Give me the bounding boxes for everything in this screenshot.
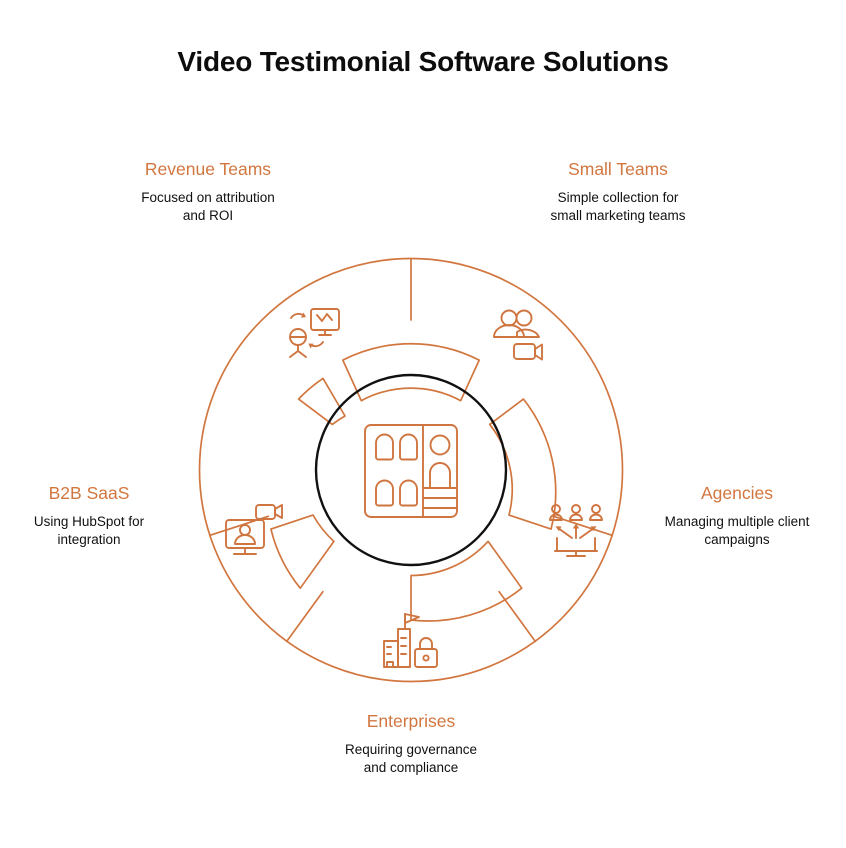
- node-desc-b2b-saas: Using HubSpot for integration: [0, 513, 184, 549]
- person-chart-monitor-cycle-icon: [289, 308, 340, 358]
- node-desc-line: Managing multiple client: [664, 514, 810, 529]
- spoke-upper-right: [552, 515, 613, 537]
- spoke-lower-right: [498, 590, 537, 643]
- node-label-enterprises: Enterprises Requiring governance and com…: [306, 710, 516, 777]
- monitor-arrows-three-people-icon: [549, 504, 603, 557]
- petal-top: [341, 342, 481, 402]
- node-title-agencies: Agencies: [701, 483, 773, 503]
- node-title-revenue-teams: Revenue Teams: [144, 159, 272, 179]
- petal-lower-right: [410, 540, 523, 622]
- node-desc-line: and ROI: [182, 208, 234, 223]
- node-title-b2b-saas: B2B SaaS: [48, 483, 130, 503]
- core-ring: [314, 373, 508, 567]
- node-desc-revenue-teams: Focused on attribution and ROI: [103, 189, 313, 225]
- page-title: Video Testimonial Software Solutions: [177, 46, 669, 77]
- node-title-enterprises: Enterprises: [366, 711, 456, 731]
- two-people-video-camera-icon: [493, 309, 543, 361]
- node-desc-line: Simple collection for: [557, 190, 679, 205]
- petal-upper-left: [297, 377, 346, 426]
- petal-lower-left: [270, 514, 335, 590]
- node-desc-enterprises: Requiring governance and compliance: [306, 741, 516, 777]
- spoke-lower-left: [285, 590, 324, 643]
- node-title-small-teams: Small Teams: [568, 159, 668, 179]
- petal-upper-right: [488, 398, 557, 530]
- node-label-agencies: Agencies Managing multiple client campai…: [634, 482, 840, 549]
- node-desc-line: campaigns: [704, 532, 770, 547]
- buildings-flag-padlock-icon: [383, 613, 438, 668]
- node-desc-line: Using HubSpot for: [33, 514, 145, 529]
- node-desc-line: small marketing teams: [550, 208, 686, 223]
- node-desc-line: integration: [57, 532, 121, 547]
- node-desc-line: Focused on attribution: [141, 190, 275, 205]
- node-desc-line: Requiring governance: [344, 742, 478, 757]
- storefront-building-icon: [364, 424, 458, 518]
- node-desc-line: and compliance: [363, 760, 459, 775]
- node-label-revenue-teams: Revenue Teams Focused on attribution and…: [103, 158, 313, 225]
- node-desc-small-teams: Simple collection for small marketing te…: [513, 189, 723, 225]
- monitor-person-video-camera-icon: [225, 504, 283, 555]
- node-label-small-teams: Small Teams Simple collection for small …: [513, 158, 723, 225]
- node-desc-agencies: Managing multiple client campaigns: [634, 513, 840, 549]
- node-label-b2b-saas: B2B SaaS Using HubSpot for integration: [0, 482, 184, 549]
